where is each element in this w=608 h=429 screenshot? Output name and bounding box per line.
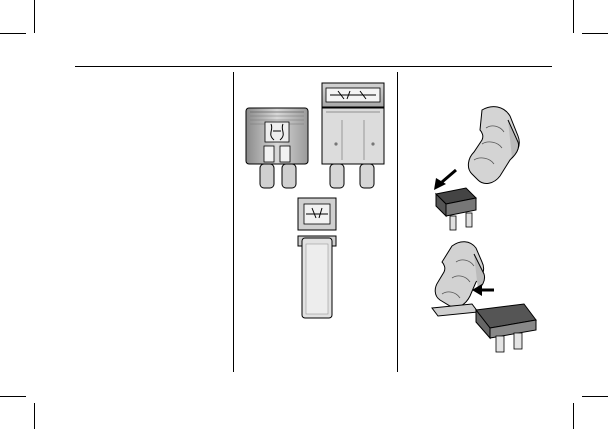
crop-mark-bottom-right-vertical: [573, 403, 574, 429]
fuse-puller-figure: [412, 98, 552, 360]
blade-fuses-figure: [240, 76, 390, 321]
crop-mark-top-right-horizontal: [582, 33, 608, 34]
crop-mark-top-left-vertical: [34, 0, 35, 33]
crop-mark-top-right-vertical: [573, 0, 574, 33]
crop-mark-bottom-right-horizontal: [582, 396, 608, 397]
fuse-puller-icon: [431, 106, 537, 353]
crop-mark-bottom-left-vertical: [34, 403, 35, 429]
crop-mark-bottom-left-horizontal: [0, 396, 26, 397]
header-rule: [75, 66, 552, 67]
blade-fuses-icon: [245, 82, 385, 319]
column-divider-right: [397, 72, 398, 372]
column-divider-left: [233, 72, 234, 372]
crop-mark-top-left-horizontal: [0, 33, 26, 34]
